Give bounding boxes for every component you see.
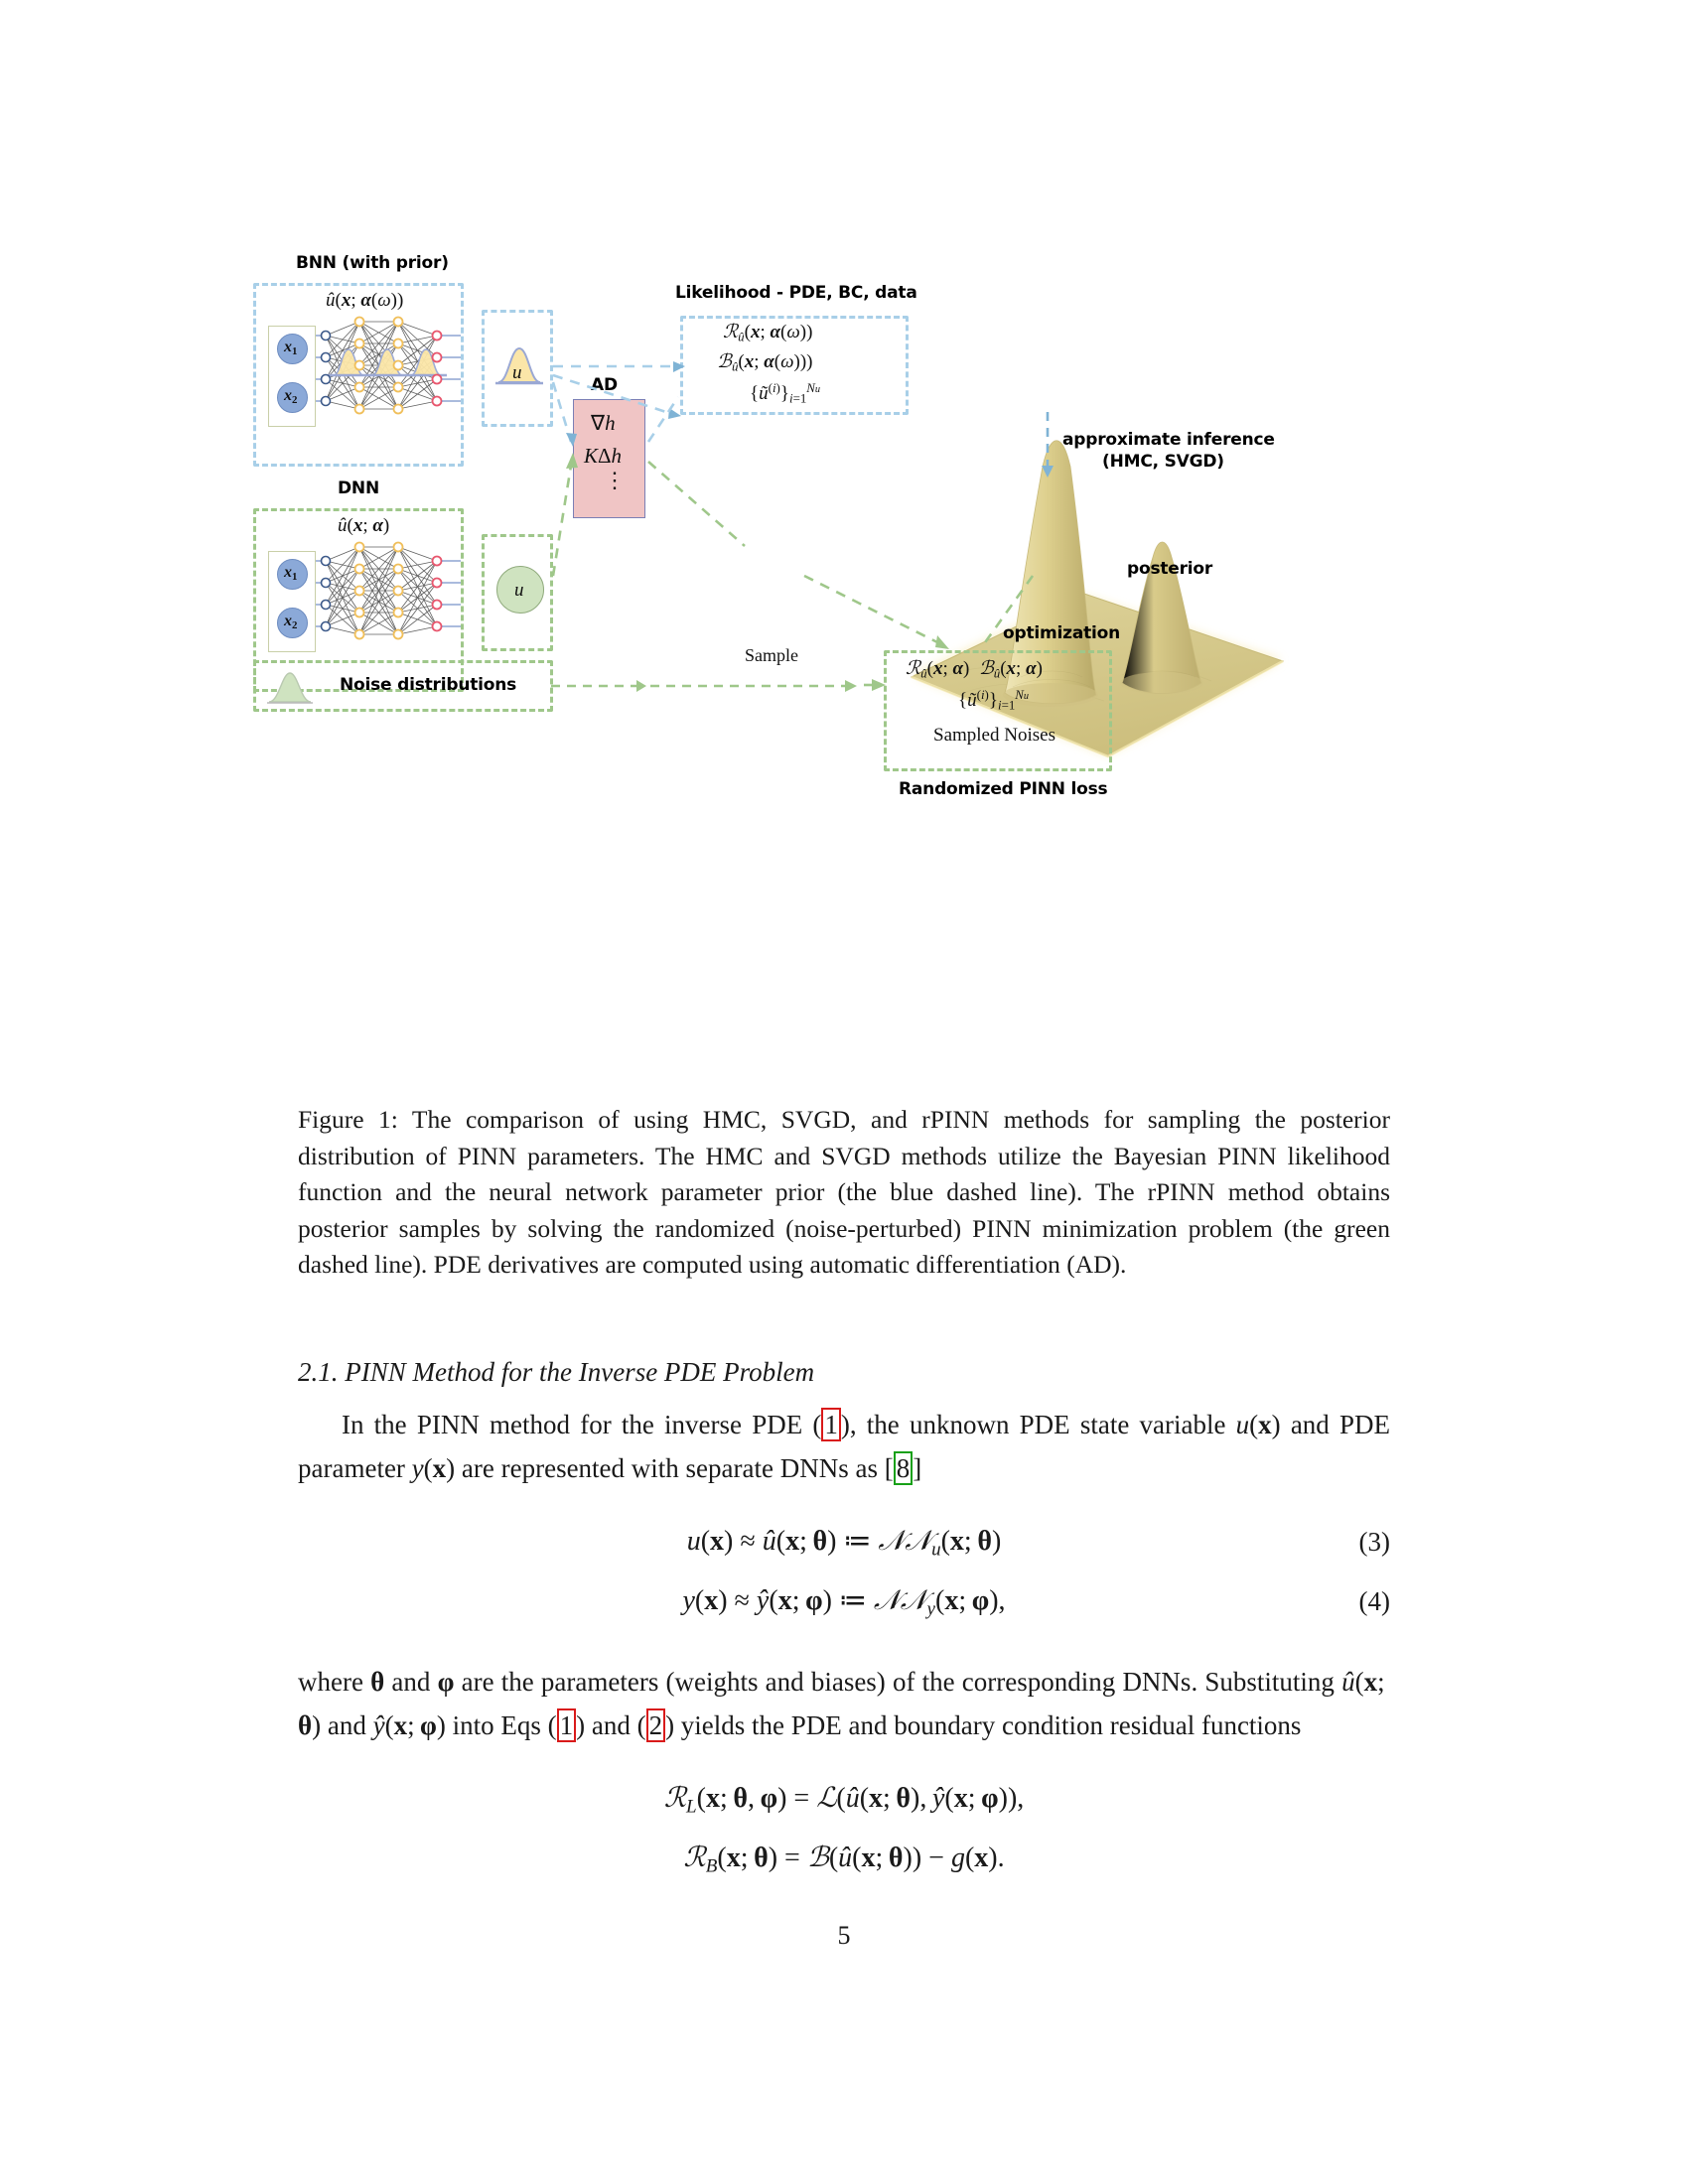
- bnn-panel-box: [253, 283, 464, 467]
- rpinn-residual-expr: ℛû(x; α) ℬû(x; α): [906, 658, 1043, 681]
- equation-3-body: u(x) ≈ û(x; θ) ≔ 𝒩𝒩u(x; θ): [686, 1526, 1002, 1561]
- noise-distributions-label: Noise distributions: [340, 675, 517, 695]
- bnn-panel-title: BNN (with prior): [296, 253, 449, 273]
- equation-5-body: ℛL(x; θ, φ) = ℒ(û(x; θ), ŷ(x; φ)),: [663, 1782, 1025, 1817]
- page-number: 5: [837, 1921, 851, 1950]
- posterior-surface-plot: [910, 440, 1285, 758]
- dnn-network-graph: [316, 541, 461, 640]
- para1-text-1: In the PINN method for the inverse PDE (: [342, 1410, 822, 1439]
- paragraph-1: In the PINN method for the inverse PDE (…: [298, 1408, 1390, 1485]
- para2-text-6: ) and (: [576, 1709, 646, 1740]
- para1-text-4: are represented with separate DNNs as: [455, 1453, 885, 1483]
- rpinn-data-expr: {ũ(i)}i=1Nu: [958, 687, 1030, 713]
- approximate-inference-label-line2: (HMC, SVGD): [1102, 452, 1224, 472]
- bnn-input-node-x2-label: x2: [284, 387, 298, 407]
- para1-text-2: ), the unknown PDE state variable: [840, 1410, 1236, 1439]
- para2-text-2: and: [384, 1666, 438, 1697]
- para2-text-5: into Eqs (: [445, 1709, 557, 1740]
- ad-box: [573, 399, 645, 518]
- eq-ref-2-link[interactable]: 2: [645, 1707, 666, 1742]
- optimization-label: optimization: [1003, 623, 1121, 643]
- dnn-input-node-x2: [277, 608, 308, 638]
- equation-6-body: ℛB(x; θ) = ℬ(û(x; θ)) − g(x).: [683, 1842, 1005, 1877]
- sampled-noises-label: Sampled Noises: [933, 725, 1055, 746]
- citation-8-link[interactable]: 8: [893, 1451, 914, 1485]
- equation-3-line: u(x) ≈ û(x; θ) ≔ 𝒩𝒩u(x; θ) (3): [298, 1516, 1390, 1575]
- section-heading: 2.1. PINN Method for the Inverse PDE Pro…: [298, 1357, 815, 1387]
- posterior-label: posterior: [1127, 559, 1213, 579]
- para1-text-3: and PDE parameter: [298, 1410, 1390, 1483]
- figure-connectors: [551, 361, 1035, 691]
- bnn-input-node-x1-label: x1: [284, 339, 298, 358]
- likelihood-data-expr: {ũ(i)}i=1Nu: [750, 380, 821, 406]
- bnn-input-node-x2: [277, 382, 308, 413]
- para2-text-7: ) yields the PDE and boundary condition …: [665, 1709, 1302, 1740]
- dnn-panel-box: [253, 508, 464, 692]
- dnn-input-node-x1: [277, 559, 308, 590]
- equation-4-body: y(x) ≈ ŷ(x; φ) ≔ 𝒩𝒩y(x; φ),: [682, 1585, 1006, 1620]
- randomized-pinn-loss-label: Randomized PINN loss: [899, 779, 1108, 799]
- sample-label: Sample: [745, 645, 798, 665]
- sample-arrow: [551, 680, 646, 692]
- dnn-panel-title: DNN: [338, 478, 379, 498]
- bnn-network-graph: [316, 316, 461, 415]
- bnn-u-bubble-label: u: [512, 362, 522, 383]
- paragraph-2: where θ and φ are the parameters (weight…: [298, 1666, 1390, 1742]
- eq-ref-1-link[interactable]: 1: [821, 1408, 841, 1441]
- bnn-network-label: û(x; α(ω)): [326, 290, 404, 311]
- para2-math-phi: φ: [437, 1666, 455, 1697]
- para2-math-theta: θ: [370, 1666, 385, 1697]
- equation-block-3-4: u(x) ≈ û(x; θ) ≔ 𝒩𝒩u(x; θ) (3) y(x) ≈ ŷ(…: [298, 1516, 1390, 1636]
- equation-3-number: (3): [1358, 1527, 1390, 1557]
- bnn-output-u-box: [482, 310, 553, 427]
- ad-expr-grad-h: ∇h: [591, 411, 616, 435]
- eq-ref-1-link-2[interactable]: 1: [556, 1707, 577, 1742]
- figure-1-diagram: BNN (with prior) û(x; α(ω)) x1 x2: [248, 248, 1460, 1072]
- ad-box-title: AD: [591, 375, 618, 395]
- para1-math-y: y: [411, 1453, 424, 1483]
- dnn-network-label: û(x; α): [338, 515, 390, 536]
- equation-6-line: ℛB(x; θ) = ℬ(û(x; θ)) − g(x).: [298, 1833, 1390, 1892]
- sample-arrow-2: [650, 680, 857, 692]
- para2-math-uhat: û: [1341, 1666, 1355, 1697]
- equation-4-line: y(x) ≈ ŷ(x; φ) ≔ 𝒩𝒩y(x; φ), (4): [298, 1575, 1390, 1635]
- approximate-inference-arrow: [1042, 412, 1054, 478]
- dnn-u-circle-icon: [496, 566, 544, 614]
- para2-text-3: are the parameters (weights and biases) …: [454, 1666, 1342, 1697]
- randomized-pinn-loss-box: [884, 650, 1112, 771]
- likelihood-panel-title: Likelihood - PDE, BC, data: [675, 283, 917, 303]
- noise-gaussian-icon: [267, 672, 313, 704]
- figure-caption: Figure 1: The comparison of using HMC, S…: [298, 1105, 1390, 1279]
- approximate-inference-label-line1: approximate inference: [1062, 430, 1275, 450]
- para1-math-u: u: [1235, 1410, 1250, 1439]
- dnn-output-u-box: [482, 534, 553, 651]
- bnn-u-gaussian-icon: [495, 346, 543, 385]
- para2-text-4: and: [321, 1709, 373, 1740]
- equation-4-number: (4): [1358, 1586, 1390, 1617]
- body-content: 2.1. PINN Method for the Inverse PDE Pro…: [298, 1355, 1390, 1916]
- dnn-u-bubble-label: u: [514, 580, 524, 601]
- equation-block-residuals: ℛL(x; θ, φ) = ℒ(û(x; θ), ŷ(x; φ)), ℛB(x;…: [298, 1773, 1390, 1893]
- para2-math-yhat: ŷ: [372, 1709, 385, 1740]
- bnn-input-node-x1: [277, 334, 308, 364]
- dnn-input-node-x2-label: x2: [284, 613, 298, 632]
- equation-5-line: ℛL(x; θ, φ) = ℒ(û(x; θ), ŷ(x; φ)),: [298, 1773, 1390, 1833]
- likelihood-residual-expr: ℛû(x; α(ω)): [723, 322, 813, 344]
- ad-expr-k-laplace-h: KΔh: [584, 444, 623, 468]
- dnn-input-node-x1-label: x1: [284, 564, 298, 584]
- para2-text-1: where: [298, 1666, 371, 1697]
- likelihood-boundary-expr: ℬû(x; α(ω))): [717, 351, 813, 374]
